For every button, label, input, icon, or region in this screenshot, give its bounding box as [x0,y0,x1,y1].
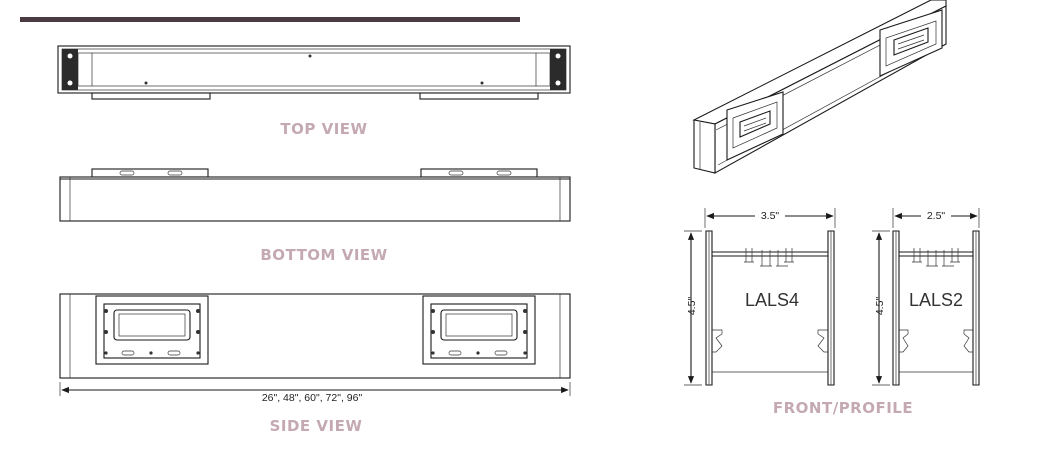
lals4-model-label: LALS4 [745,290,799,310]
lals2-model-label: LALS2 [909,290,963,310]
length-dimension-text: 26", 48", 60", 72", 96" [262,392,363,404]
bottom-view-label: BOTTOM VIEW [260,246,387,264]
iso-right-bracket [879,9,943,77]
lals2-width-text: 2.5" [927,210,946,222]
lals4-width-text: 3.5" [761,210,780,222]
isometric-view-drawing [692,0,947,174]
iso-left-bracket [726,91,784,161]
side-view-left-bracket [95,295,209,365]
side-view-right-bracket [422,295,536,365]
top-view-drawing [57,45,571,100]
lals4-height-text: 4.5" [686,297,698,316]
bottom-view-drawing [59,168,571,222]
header-bar [20,17,520,22]
side-view-label: SIDE VIEW [270,417,363,435]
top-view-label: TOP VIEW [280,120,367,138]
lals2-height-text: 4.5" [874,297,886,316]
side-view-drawing [59,293,571,396]
front-profile-label: FRONT/PROFILE [773,399,913,417]
